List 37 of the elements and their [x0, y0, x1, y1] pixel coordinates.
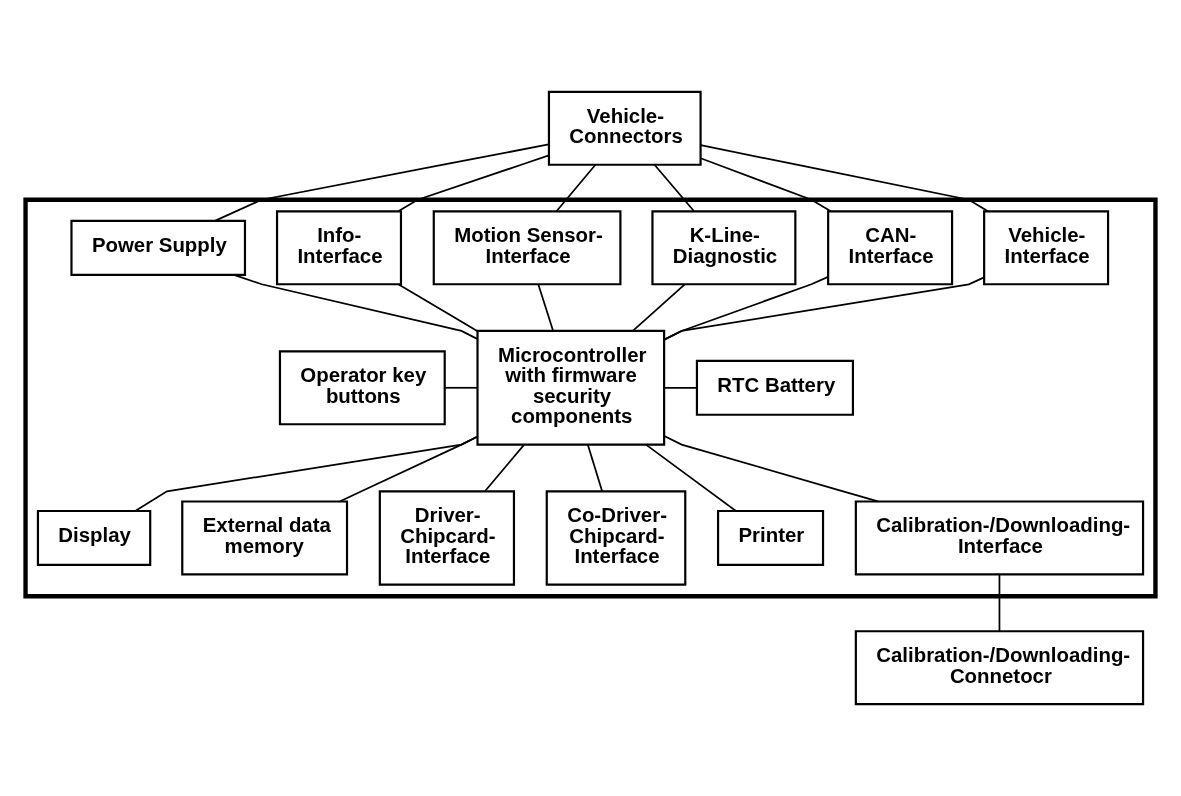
node-box: Printer [716, 509, 825, 567]
connector [537, 283, 554, 332]
connector [663, 386, 698, 389]
node-box: Operator key buttons [278, 350, 446, 426]
connector [663, 435, 879, 503]
connector [397, 283, 478, 332]
connector [587, 444, 603, 493]
connector [645, 444, 737, 512]
node-box: Co-Driver- Chipcard- Interface [545, 490, 687, 586]
connector [663, 276, 985, 341]
connector [484, 444, 525, 493]
cluster [23, 197, 1158, 599]
node-box: Vehicle- Connectors [547, 90, 702, 166]
node-box: Info- Interface [275, 210, 403, 286]
node-box: RTC Battery [695, 359, 855, 416]
connector [699, 157, 832, 213]
connector [653, 163, 695, 212]
node-box: Motion Sensor- Interface [432, 210, 622, 286]
connector [134, 435, 478, 512]
node-box: K-Line- Diagnostic [651, 210, 797, 286]
connector [397, 154, 550, 213]
connector [632, 283, 686, 332]
connector [998, 573, 1001, 632]
node-box: Calibration-/Downloading- Connetocr [854, 630, 1145, 706]
connector [444, 386, 478, 389]
node-box: Display [36, 509, 152, 567]
connector [699, 144, 989, 213]
connector [233, 274, 478, 340]
node-box: Calibration-/Downloading- Interface [854, 500, 1145, 576]
node-box: CAN- Interface [827, 210, 954, 286]
node-box: Power Supply [70, 219, 247, 276]
node-box: Driver- Chipcard- Interface [378, 490, 516, 586]
node-box: External data memory [181, 500, 349, 576]
connector [555, 163, 597, 212]
node-box: Vehicle- Interface [983, 210, 1110, 286]
node-box: Microcontroller with firmware security components [476, 329, 666, 446]
connector [663, 276, 829, 341]
